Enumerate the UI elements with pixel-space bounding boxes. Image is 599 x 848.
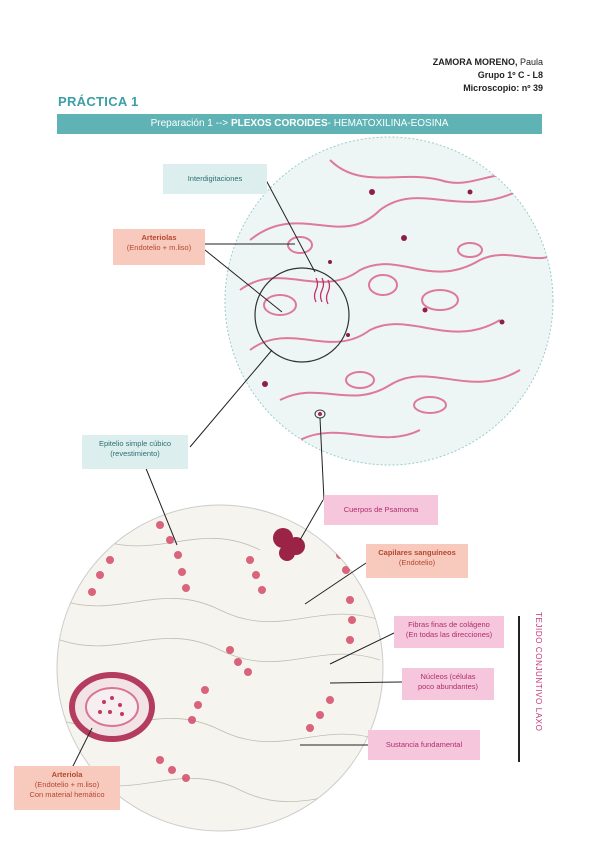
label-nucleos: Núcleos (células poco abundantes) bbox=[402, 668, 494, 700]
tissue-label-vertical: TEJIDO CONJUNTIVO LAXO bbox=[534, 612, 543, 732]
microscope-label: Microscopio: nº 39 bbox=[463, 83, 543, 93]
label-arteriolas: Arteriolas (Endotelio + m.liso) bbox=[113, 229, 205, 265]
label-interdigitaciones: Interdigitaciones bbox=[163, 164, 267, 194]
group-label: Grupo 1º C - L8 bbox=[477, 70, 543, 80]
student-header: ZAMORA MORENO, Paula Grupo 1º C - L8 Mic… bbox=[433, 56, 543, 95]
micrograph-top bbox=[224, 136, 554, 466]
label-fibras: Fibras finas de colágeno (En todas las d… bbox=[394, 616, 504, 648]
label-capilares: Capilares sanguíneos (Endotelio) bbox=[366, 544, 468, 578]
label-arteriola-hematico: Arteriola (Endotelio + m.liso) Con mater… bbox=[14, 766, 120, 810]
leader-lines bbox=[71, 179, 403, 769]
student-name: ZAMORA MORENO, Paula bbox=[432, 57, 543, 67]
label-sustancia: Sustancia fundamental bbox=[368, 730, 480, 760]
label-psamoma: Cuerpos de Psamoma bbox=[324, 495, 438, 525]
practice-title: PRÁCTICA 1 bbox=[58, 94, 139, 109]
preparation-banner: Preparación 1 --> PLEXOS COROIDES- HEMAT… bbox=[57, 114, 542, 134]
micrograph-bottom bbox=[56, 504, 384, 832]
tissue-bracket bbox=[518, 616, 520, 762]
label-epitelio: Epitelio simple cúbico (revestimiento) bbox=[82, 435, 188, 469]
